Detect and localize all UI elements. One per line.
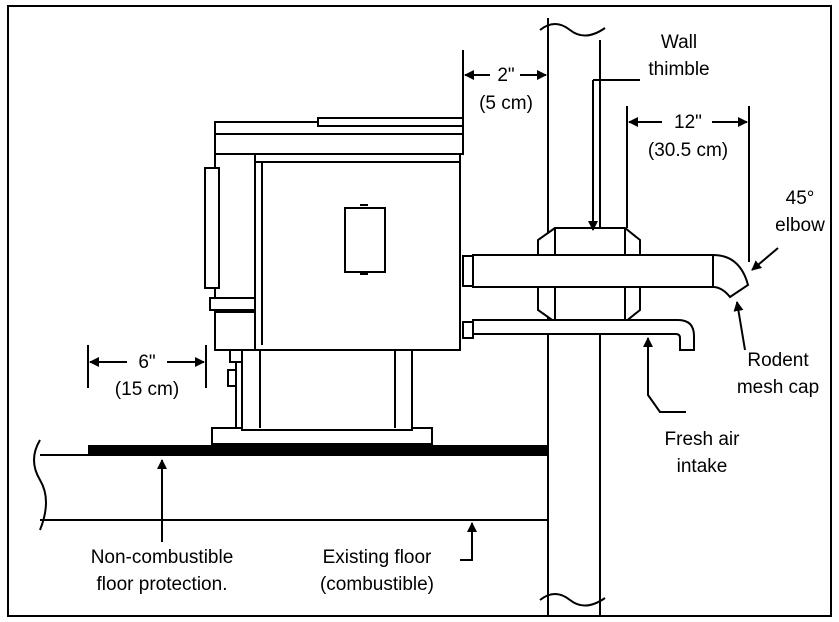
- label-elbow: elbow: [775, 215, 825, 236]
- label-fresh-air: Fresh air: [665, 429, 741, 450]
- label-combustible: (combustible): [320, 574, 434, 595]
- label-floor-protection: floor protection.: [97, 574, 228, 595]
- vent-pipe: [472, 253, 750, 299]
- label-intake: intake: [677, 456, 728, 477]
- label-rodent: Rodent: [747, 350, 809, 371]
- dimension-6in: 6" (15 cm): [87, 345, 207, 400]
- label-5cm: (5 cm): [479, 93, 533, 114]
- label-thimble: thimble: [648, 59, 709, 80]
- label-non-combustible: Non-combustible: [91, 547, 234, 568]
- non-combustible-floor-protection: [88, 445, 548, 456]
- callout-fresh-air-intake: Fresh air intake: [643, 337, 741, 477]
- callout-rodent-mesh-cap: Rodent mesh cap: [733, 301, 819, 398]
- label-15cm: (15 cm): [115, 379, 179, 400]
- callout-45-elbow: 45° elbow: [751, 188, 825, 271]
- label-2in: 2": [497, 65, 514, 86]
- label-6in: 6": [138, 352, 155, 373]
- stove: [204, 117, 474, 445]
- dimension-2in: 2" (5 cm): [462, 50, 549, 120]
- fresh-air-pipe: [472, 319, 695, 351]
- dimension-12in: 12" (30.5 cm): [626, 106, 750, 262]
- callout-non-combustible: Non-combustible floor protection.: [91, 459, 234, 595]
- label-12in: 12": [674, 112, 702, 133]
- label-30-5cm: (30.5 cm): [648, 140, 728, 161]
- label-45deg: 45°: [786, 188, 815, 209]
- diagram-frame: [7, 5, 832, 617]
- label-wall: Wall: [661, 32, 697, 53]
- callout-existing-floor: Existing floor (combustible): [320, 522, 477, 595]
- label-mesh-cap: mesh cap: [737, 377, 819, 398]
- label-existing-floor: Existing floor: [323, 547, 432, 568]
- callout-wall-thimble: Wall thimble: [588, 32, 710, 231]
